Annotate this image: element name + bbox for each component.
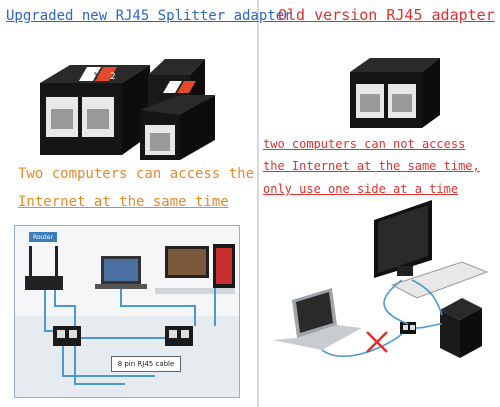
panel-divider: [257, 0, 259, 407]
left-header-title: Upgraded new RJ45 Splitter adapter: [6, 8, 293, 24]
network-setup-drawing: [15, 226, 239, 397]
old-adapter-caption-line-1: two computers can not access: [263, 137, 466, 151]
new-adapter-caption-line-1: Two computers can access the: [18, 166, 255, 182]
port-number-1: 1: [93, 72, 99, 82]
splitter-adapter-side: [140, 59, 215, 160]
router-label: Router: [29, 232, 57, 242]
old-adapter-caption-line-2: the Internet at the same time,: [263, 159, 480, 173]
splitter-adapter-front: 1 2: [40, 65, 150, 155]
cable-label: 8 pin RJ45 cable: [111, 356, 181, 372]
network-setup-illustration: Router 8 pin RJ45 cable: [14, 225, 240, 398]
old-adapter-caption-line-3: only use one side at a time: [263, 182, 459, 196]
new-adapter-caption-line-2: Internet at the same time: [18, 194, 229, 210]
monitor-icon: [374, 200, 432, 278]
old-adapter-setup-illustration: [272, 200, 489, 358]
small-adapter-icon: [400, 322, 416, 334]
new-splitter-adapters-image: 1 2: [40, 59, 215, 160]
keyboard-icon: [390, 261, 489, 299]
x-mark-icon: [366, 331, 388, 353]
server-box-icon: [440, 298, 482, 358]
port-number-2: 2: [110, 72, 116, 82]
right-header-title: Old version RJ45 adapter: [278, 6, 495, 24]
laptop-icon: [272, 288, 362, 350]
old-adapter-image: [350, 58, 440, 128]
